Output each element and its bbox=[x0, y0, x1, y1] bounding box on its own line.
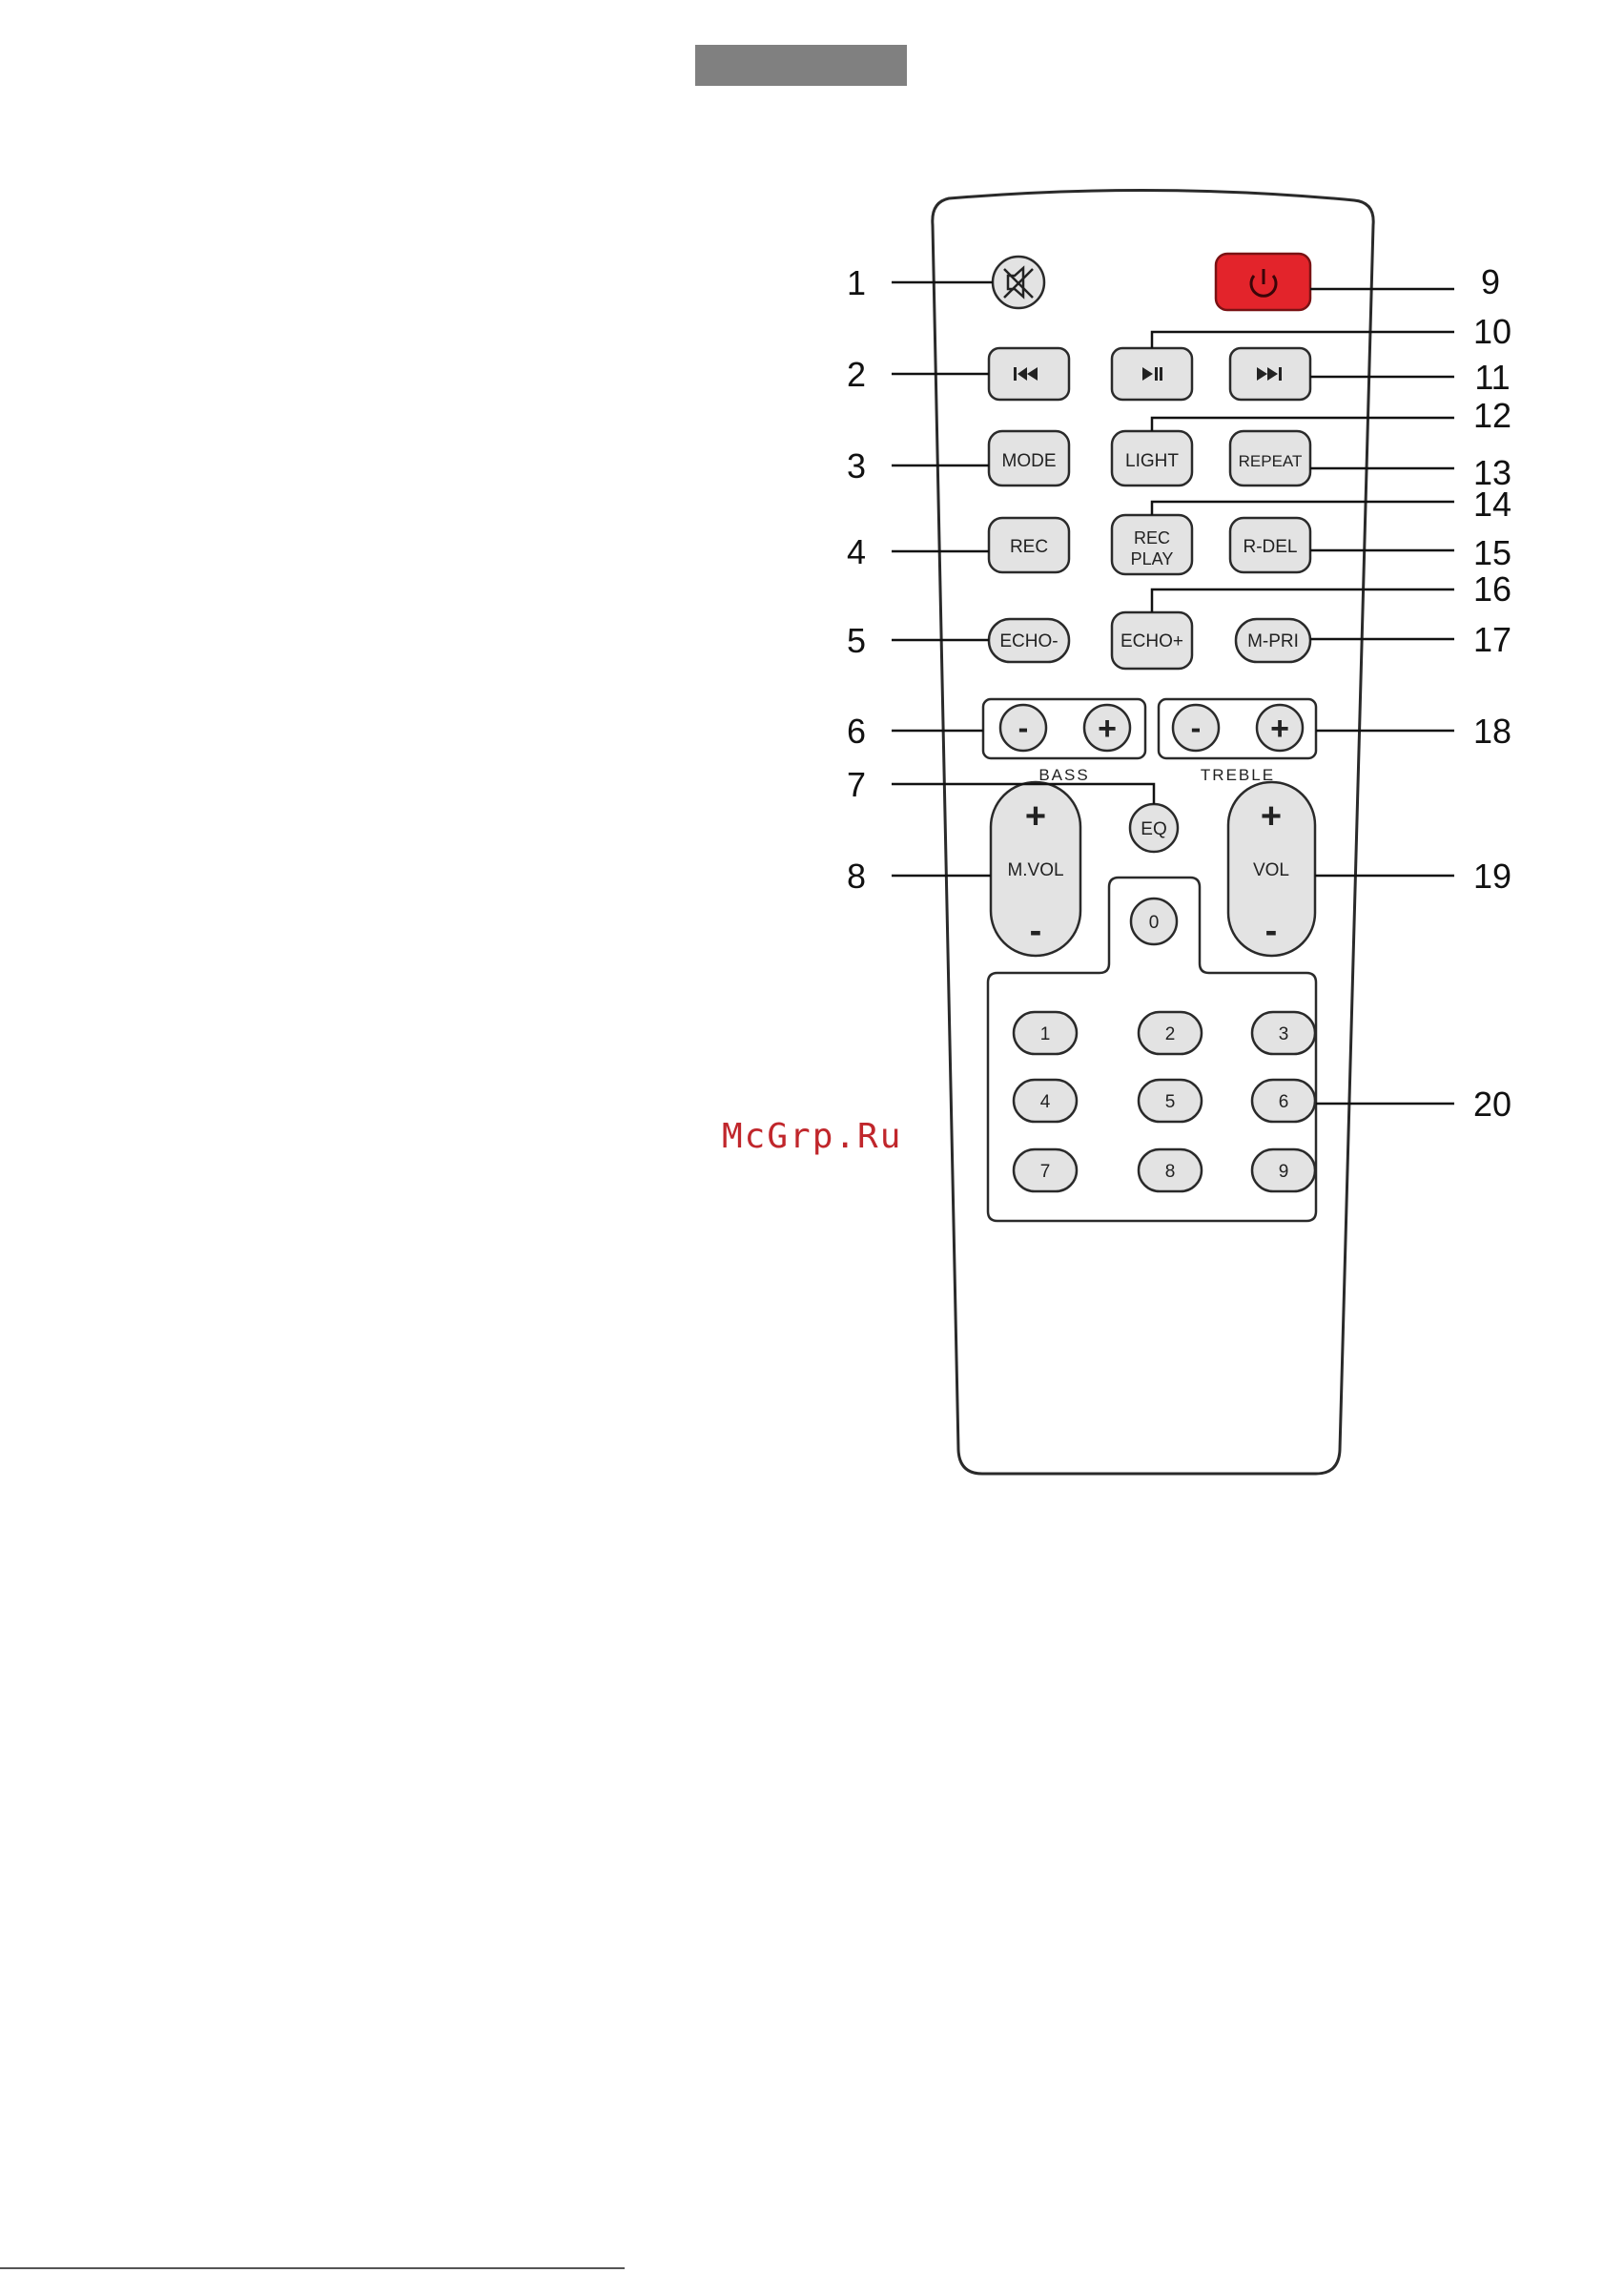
mvol-minus-label: - bbox=[1030, 911, 1042, 951]
callout-15: 15 bbox=[1473, 533, 1511, 572]
callout-6: 6 bbox=[847, 712, 866, 751]
digit-4-label: 4 bbox=[1040, 1092, 1051, 1112]
callout-14: 14 bbox=[1473, 485, 1511, 524]
echo-minus-button[interactable]: ECHO- bbox=[989, 619, 1069, 662]
digit-6-button[interactable]: 6 bbox=[1252, 1080, 1315, 1122]
callout-1: 1 bbox=[847, 263, 866, 302]
mode-label: MODE bbox=[1002, 451, 1057, 471]
callout-20: 20 bbox=[1473, 1085, 1511, 1124]
callout-4: 4 bbox=[847, 532, 866, 571]
digit-3-button[interactable]: 3 bbox=[1252, 1012, 1315, 1054]
digit-8-button[interactable]: 8 bbox=[1139, 1149, 1202, 1191]
eq-button[interactable]: EQ bbox=[1130, 804, 1178, 852]
digit-7-button[interactable]: 7 bbox=[1014, 1149, 1077, 1191]
bass-plus-label: + bbox=[1098, 711, 1117, 747]
play-pause-button[interactable] bbox=[1112, 348, 1192, 400]
digit-0-label: 0 bbox=[1149, 913, 1160, 933]
vol-label: VOL bbox=[1253, 860, 1289, 880]
digit-4-button[interactable]: 4 bbox=[1014, 1080, 1077, 1122]
callout-9: 9 bbox=[1481, 262, 1500, 301]
power-button[interactable] bbox=[1216, 254, 1310, 310]
callout-5: 5 bbox=[847, 621, 866, 660]
previous-track-button[interactable] bbox=[989, 348, 1069, 400]
rec-play-button[interactable]: REC PLAY bbox=[1112, 515, 1192, 574]
digit-5-label: 5 bbox=[1165, 1092, 1176, 1112]
treble-plus-button[interactable]: + bbox=[1257, 705, 1303, 751]
echo-minus-label: ECHO- bbox=[999, 631, 1058, 651]
callout-3: 3 bbox=[847, 446, 866, 486]
mvol-plus-label: + bbox=[1025, 796, 1046, 837]
treble-plus-label: + bbox=[1270, 711, 1289, 747]
digit-3-label: 3 bbox=[1279, 1024, 1289, 1044]
volume-rocker[interactable]: + VOL - bbox=[1228, 782, 1315, 956]
bass-label: BASS bbox=[1038, 766, 1089, 784]
bass-minus-button[interactable]: - bbox=[1000, 705, 1046, 751]
callout-12: 12 bbox=[1473, 396, 1511, 435]
m-pri-label: M-PRI bbox=[1247, 631, 1299, 651]
callout-2: 2 bbox=[847, 355, 866, 394]
echo-plus-label: ECHO+ bbox=[1120, 631, 1183, 651]
digit-0-button[interactable]: 0 bbox=[1131, 899, 1177, 944]
mute-button[interactable] bbox=[993, 257, 1044, 308]
repeat-button[interactable]: REPEAT bbox=[1230, 431, 1310, 486]
light-button[interactable]: LIGHT bbox=[1112, 431, 1192, 486]
m-pri-button[interactable]: M-PRI bbox=[1236, 619, 1310, 662]
digit-8-label: 8 bbox=[1165, 1162, 1176, 1182]
digit-5-button[interactable]: 5 bbox=[1139, 1080, 1202, 1122]
digit-1-button[interactable]: 1 bbox=[1014, 1012, 1077, 1054]
next-track-button[interactable] bbox=[1230, 348, 1310, 400]
echo-plus-button[interactable]: ECHO+ bbox=[1112, 612, 1192, 669]
vol-plus-label: + bbox=[1261, 796, 1282, 837]
digit-1-label: 1 bbox=[1040, 1024, 1051, 1044]
digit-6-label: 6 bbox=[1279, 1092, 1289, 1112]
mvol-label: M.VOL bbox=[1007, 860, 1063, 880]
rec-play-label-bottom: PLAY bbox=[1131, 549, 1174, 568]
light-label: LIGHT bbox=[1125, 451, 1179, 471]
callout-18: 18 bbox=[1473, 712, 1511, 751]
treble-minus-button[interactable]: - bbox=[1173, 705, 1219, 751]
treble-minus-label: - bbox=[1191, 711, 1202, 745]
rec-label: REC bbox=[1010, 537, 1048, 557]
callout-16: 16 bbox=[1473, 569, 1511, 609]
repeat-label: REPEAT bbox=[1239, 452, 1303, 470]
callout-7: 7 bbox=[847, 765, 866, 804]
eq-label: EQ bbox=[1141, 819, 1166, 839]
rec-play-label-top: REC bbox=[1134, 528, 1170, 548]
r-del-label: R-DEL bbox=[1243, 537, 1297, 557]
digit-9-label: 9 bbox=[1279, 1162, 1289, 1182]
callout-10: 10 bbox=[1473, 312, 1511, 351]
watermark: McGrp.Ru bbox=[722, 1117, 902, 1156]
vol-minus-label: - bbox=[1265, 911, 1278, 951]
digit-9-button[interactable]: 9 bbox=[1252, 1149, 1315, 1191]
rec-button[interactable]: REC bbox=[989, 518, 1069, 572]
callout-8: 8 bbox=[847, 857, 866, 896]
digit-7-label: 7 bbox=[1040, 1162, 1051, 1182]
mode-button[interactable]: MODE bbox=[989, 431, 1069, 486]
digit-2-button[interactable]: 2 bbox=[1139, 1012, 1202, 1054]
master-volume-rocker[interactable]: + M.VOL - bbox=[991, 782, 1080, 956]
r-del-button[interactable]: R-DEL bbox=[1230, 518, 1310, 572]
callout-17: 17 bbox=[1473, 620, 1511, 659]
bass-minus-label: - bbox=[1018, 711, 1029, 745]
callout-11: 11 bbox=[1474, 358, 1510, 397]
digit-2-label: 2 bbox=[1165, 1024, 1176, 1044]
bass-plus-button[interactable]: + bbox=[1084, 705, 1130, 751]
treble-label: TREBLE bbox=[1201, 766, 1275, 784]
callout-19: 19 bbox=[1473, 857, 1511, 896]
